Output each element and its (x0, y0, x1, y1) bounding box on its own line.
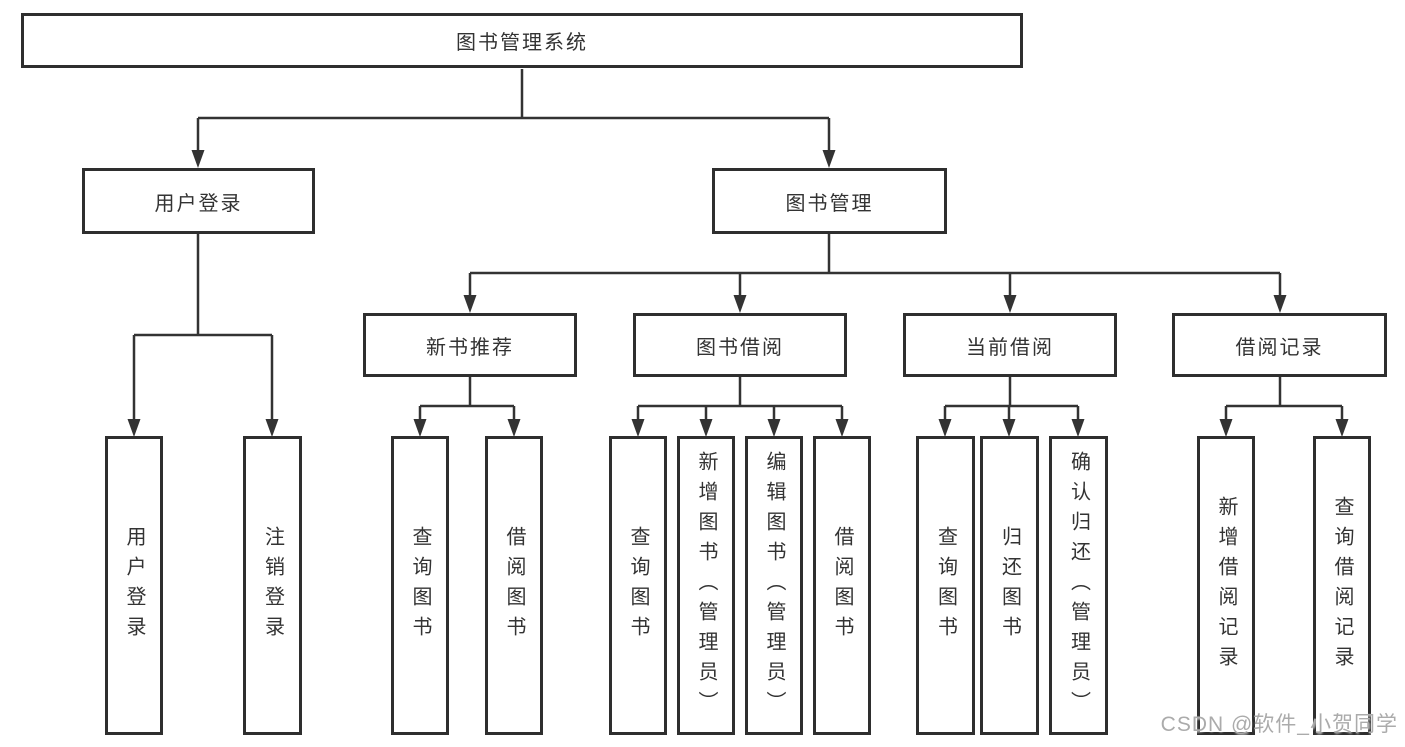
leaf-query-books-current: 查询图书 (916, 436, 975, 735)
leaf-logout: 注销登录 (243, 436, 302, 735)
leaf-edit-books-admin: 编辑图书（管理员） (745, 436, 803, 735)
node-label: 新书推荐 (426, 336, 514, 359)
csdn-watermark: CSDN @软件_小贺同学 (1160, 713, 1398, 736)
node-label: 用户登录 (154, 192, 243, 215)
leaf-confirm-return-admin: 确认归还（管理员） (1049, 436, 1108, 735)
leaf-borrow-books: 借阅图书 (813, 436, 871, 735)
node-book-borrowing: 图书借阅 (633, 313, 847, 377)
arrow-icon (127, 150, 1349, 437)
node-label: 归还图书 (998, 525, 1021, 646)
node-label: 借阅记录 (1235, 336, 1324, 359)
node-label: 借阅图书 (503, 525, 525, 646)
node-new-book-recommendation: 新书推荐 (363, 313, 577, 377)
node-label: 新增图书（管理员） (695, 450, 717, 721)
leaf-borrow-books-recommendation: 借阅图书 (485, 436, 543, 735)
node-label: 当前借阅 (966, 336, 1054, 359)
leaf-add-books-admin: 新增图书（管理员） (677, 436, 735, 735)
node-book-management: 图书管理 (712, 168, 947, 234)
leaf-query-borrow-record: 查询借阅记录 (1313, 436, 1371, 735)
node-borrowing-records: 借阅记录 (1172, 313, 1387, 377)
node-label: 图书管理系统 (456, 32, 588, 54)
node-label: 查询图书 (409, 525, 431, 646)
leaf-query-books-borrowing: 查询图书 (609, 436, 667, 735)
leaf-query-books-recommendation: 查询图书 (391, 436, 449, 735)
node-label: 借阅图书 (831, 525, 853, 646)
node-label: 图书借阅 (696, 336, 784, 359)
node-label: 用户登录 (123, 525, 145, 646)
node-current-borrowing: 当前借阅 (903, 313, 1117, 377)
node-label: 新增借阅记录 (1215, 495, 1237, 676)
node-label: 查询图书 (934, 525, 957, 646)
leaf-return-books: 归还图书 (980, 436, 1039, 735)
node-library-management-system: 图书管理系统 (21, 13, 1023, 68)
leaf-add-borrow-record: 新增借阅记录 (1197, 436, 1255, 735)
node-label: 图书管理 (785, 192, 874, 215)
node-label: 注销登录 (261, 525, 284, 646)
leaf-user-login: 用户登录 (105, 436, 163, 735)
node-label: 查询借阅记录 (1331, 495, 1353, 676)
node-user-login: 用户登录 (82, 168, 315, 234)
node-label: 编辑图书（管理员） (763, 450, 785, 721)
node-label: 确认归还（管理员） (1067, 450, 1090, 721)
node-label: 查询图书 (627, 525, 649, 646)
